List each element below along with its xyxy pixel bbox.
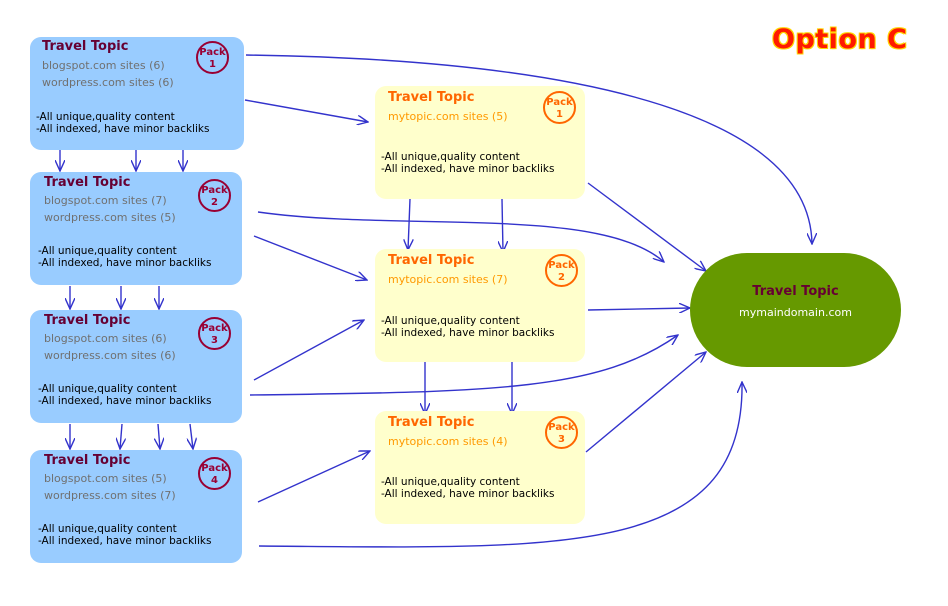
badge-label: Pack xyxy=(199,47,226,58)
site-count: blogspot.com sites (7) xyxy=(44,194,167,207)
arrow-b1-main-curve xyxy=(245,54,812,244)
badge-number: 1 xyxy=(556,109,563,120)
pack-note: -All unique,quality content xyxy=(381,151,520,163)
badge-number: 2 xyxy=(211,197,218,208)
blue-pack-2: Travel Topic blogspot.com sites (7) word… xyxy=(30,172,242,285)
pack-note: -All indexed, have minor backliks xyxy=(38,535,212,547)
arrow-b4-y3 xyxy=(257,451,370,503)
site-count: mytopic.com sites (5) xyxy=(388,110,508,123)
arrow-b3-b4-c xyxy=(158,423,160,449)
badge-label: Pack xyxy=(548,260,575,271)
pack-title: Travel Topic xyxy=(44,313,131,328)
pack-note: -All indexed, have minor backliks xyxy=(38,395,212,407)
arrow-b3-main-curve xyxy=(249,335,678,396)
badge-number: 3 xyxy=(211,335,218,346)
pack-note: -All indexed, have minor backliks xyxy=(381,327,555,339)
arrow-y1-main xyxy=(587,182,706,271)
blue-pack-3: Travel Topic blogspot.com sites (6) word… xyxy=(30,310,242,423)
pack-title: Travel Topic xyxy=(388,253,475,268)
pack-badge: Pack 4 xyxy=(198,457,231,490)
badge-label: Pack xyxy=(546,97,573,108)
yellow-pack-3: Travel Topic mytopic.com sites (4) -All … xyxy=(375,411,585,524)
site-count: mytopic.com sites (7) xyxy=(388,273,508,286)
arrow-b2-y2 xyxy=(253,235,367,280)
arrow-y3-main xyxy=(585,352,706,453)
badge-label: Pack xyxy=(201,323,228,334)
pack-note: -All indexed, have minor backliks xyxy=(38,257,212,269)
pack-title: Travel Topic xyxy=(42,39,129,54)
site-count: blogspot.com sites (6) xyxy=(44,332,167,345)
pack-note: -All unique,quality content xyxy=(36,111,175,123)
site-count: blogspot.com sites (5) xyxy=(44,472,167,485)
site-count: mytopic.com sites (4) xyxy=(388,435,508,448)
pack-note: -All unique,quality content xyxy=(38,523,177,535)
blue-pack-4: Travel Topic blogspot.com sites (5) word… xyxy=(30,450,242,563)
arrow-b3-b4-d xyxy=(190,423,193,449)
pack-badge: Pack 3 xyxy=(198,317,231,350)
arrow-b4-main-curve xyxy=(258,382,742,548)
pack-badge: Pack 2 xyxy=(198,179,231,212)
site-count: wordpress.com sites (7) xyxy=(44,489,176,502)
pack-note: -All unique,quality content xyxy=(38,383,177,395)
pack-note: -All unique,quality content xyxy=(381,315,520,327)
pack-title: Travel Topic xyxy=(388,415,475,430)
pack-title: Travel Topic xyxy=(44,453,131,468)
main-node-domain: mymaindomain.com xyxy=(739,306,852,319)
pack-title: Travel Topic xyxy=(44,175,131,190)
arrow-b2-main-curve xyxy=(257,211,664,262)
pack-note: -All unique,quality content xyxy=(38,245,177,257)
badge-number: 4 xyxy=(211,475,218,486)
blue-pack-1: Travel Topic blogspot.com sites (6) word… xyxy=(30,37,244,150)
pack-badge: Pack 1 xyxy=(196,41,229,74)
arrow-y2-main xyxy=(587,308,690,310)
badge-label: Pack xyxy=(201,463,228,474)
site-count: wordpress.com sites (5) xyxy=(44,211,176,224)
site-count: wordpress.com sites (6) xyxy=(44,349,176,362)
pack-title: Travel Topic xyxy=(388,90,475,105)
main-node-title: Travel Topic xyxy=(752,284,839,299)
badge-number: 1 xyxy=(209,59,216,70)
arrow-b1-y1 xyxy=(244,99,368,122)
pack-note: -All indexed, have minor backliks xyxy=(381,488,555,500)
pack-badge: Pack 1 xyxy=(543,91,576,124)
arrow-b3-y2 xyxy=(253,320,364,381)
arrow-b3-b4-b xyxy=(120,423,122,449)
pack-note: -All indexed, have minor backliks xyxy=(381,163,555,175)
site-count: wordpress.com sites (6) xyxy=(42,76,174,89)
diagram-title: Option C xyxy=(772,24,908,55)
pack-note: -All unique,quality content xyxy=(381,476,520,488)
arrow-y1-y2-b xyxy=(502,198,503,252)
yellow-pack-1: Travel Topic mytopic.com sites (5) -All … xyxy=(375,86,585,199)
site-count: blogspot.com sites (6) xyxy=(42,59,165,72)
badge-number: 3 xyxy=(558,434,565,445)
arrow-y1-y2-a xyxy=(408,198,410,250)
pack-badge: Pack 3 xyxy=(545,416,578,449)
main-domain-node: Travel Topic mymaindomain.com xyxy=(690,253,901,367)
yellow-pack-2: Travel Topic mytopic.com sites (7) -All … xyxy=(375,249,585,362)
badge-number: 2 xyxy=(558,272,565,283)
badge-label: Pack xyxy=(201,185,228,196)
pack-note: -All indexed, have minor backliks xyxy=(36,123,210,135)
badge-label: Pack xyxy=(548,422,575,433)
pack-badge: Pack 2 xyxy=(545,254,578,287)
